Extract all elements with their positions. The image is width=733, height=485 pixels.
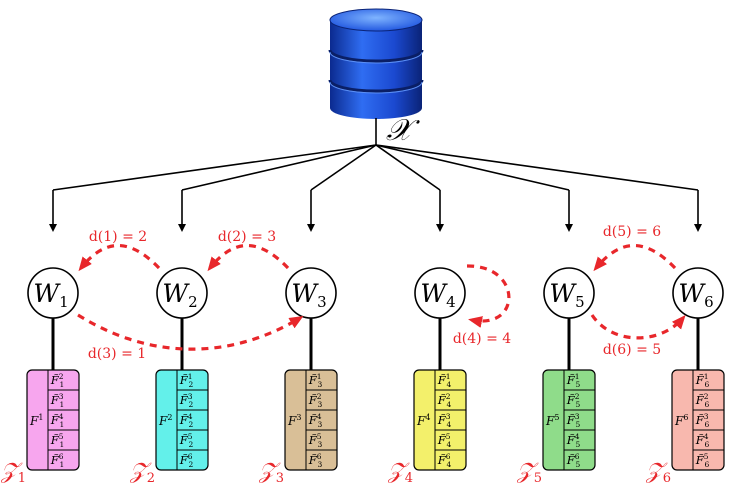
worker-label: W6 [678,279,713,311]
assignment-label: d(6) = 5 [603,342,661,358]
worker-label: W1 [33,279,68,311]
fan-line [375,144,699,191]
partition-label: 𝒵6 [645,459,671,485]
fan-line [181,144,377,191]
worker-node [27,267,79,319]
worker-node [672,267,724,319]
arrow-d2 [207,244,290,272]
partition-label: 𝒵2 [129,459,155,485]
assignment-label: d(5) = 6 [603,224,661,240]
own-feature-label: F3 [287,413,301,428]
worker-label: W2 [162,279,197,311]
worker-label: W5 [549,279,584,311]
arrow-d4 [466,264,511,328]
feature-table [413,369,467,471]
worker-label: W4 [420,279,455,311]
worker-node [543,267,595,319]
feature-table [155,369,209,471]
partition-label: 𝒵3 [258,459,284,485]
partition-label: 𝒵1 [0,459,26,485]
fan-line [375,144,441,191]
arrow-d3 [77,313,304,351]
own-feature-label: F5 [545,413,559,428]
dataset-label: 𝒳 [386,113,420,148]
assignment-label: d(2) = 3 [218,229,276,245]
partition-label: 𝒵5 [516,459,542,485]
worker-node [414,267,466,319]
own-feature-label: F1 [29,413,43,428]
assignment-label: d(1) = 2 [89,229,147,245]
own-feature-label: F6 [674,413,688,428]
own-feature-label: F4 [416,413,430,428]
feature-table [284,369,338,471]
arrow-d5 [593,244,677,272]
worker-node [156,267,208,319]
arrow-d6 [590,314,686,340]
assignment-label: d(3) = 1 [88,346,146,362]
own-feature-label: F2 [158,413,172,428]
fan-line [310,144,377,191]
feature-table [542,369,596,471]
worker-node [285,267,337,319]
fan-line [52,144,377,191]
arrow-d1 [78,244,161,272]
worker-label: W3 [291,279,326,311]
assignment-arrows [77,244,686,351]
feature-table [671,369,725,471]
fan-line [375,144,570,191]
assignment-labels: d(1) = 2 d(2) = 3 d(3) = 1 d(4) = 4 d(5) = 6… [88,224,661,362]
partition-label: 𝒵4 [387,459,413,485]
distribution-arrows [49,144,702,232]
feature-table [26,369,80,471]
assignment-label: d(4) = 4 [453,331,511,347]
database-icon [328,8,424,119]
